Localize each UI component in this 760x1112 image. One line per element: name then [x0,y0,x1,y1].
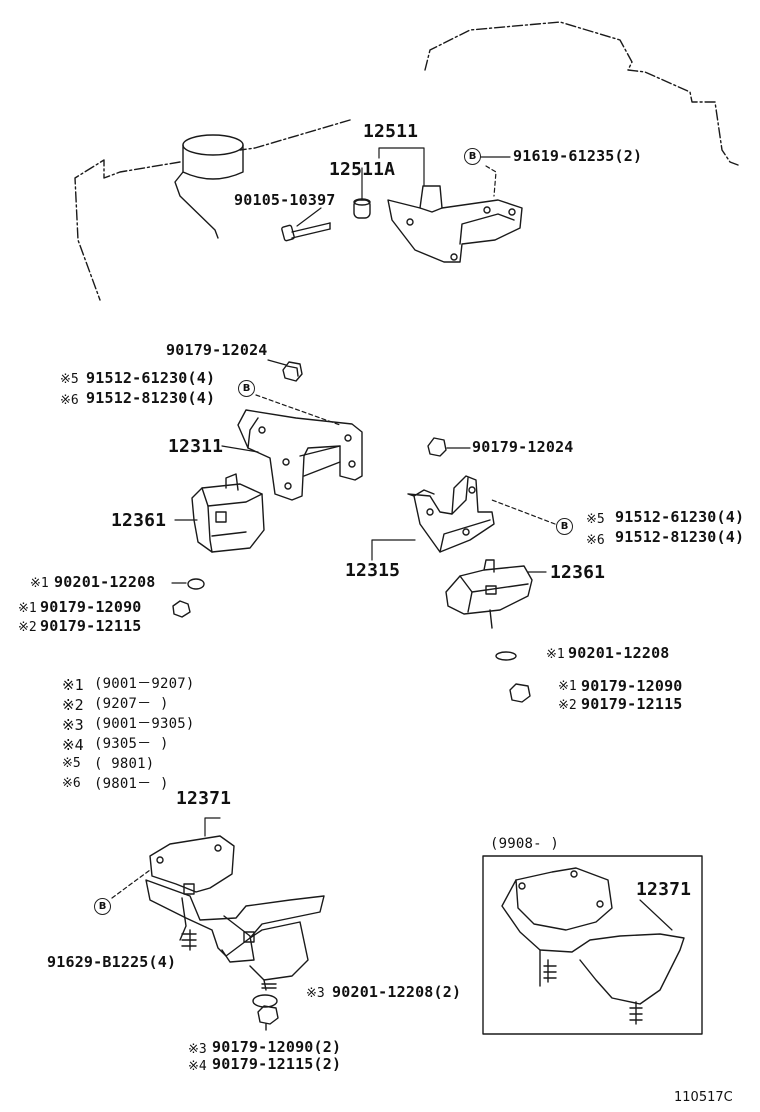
engine-outline [74,21,739,301]
filler-cap-outline [174,134,244,239]
legend-range: (9001－9305) [94,716,195,732]
legend-mark: ※6 [62,776,81,791]
label-90105-10397: 90105-10397 [234,191,336,209]
legend-range: (9207－ ) [94,696,169,712]
bracket-12311 [237,409,363,501]
label-90179-12090-left: 90179-12090 [40,598,142,616]
dashed-leaders [111,165,556,899]
mark-2: ※2 [18,620,37,635]
mark-5-right: ※5 [586,512,605,527]
label-12511a: 12511A [329,159,396,180]
label-90201-12208-left: 90201-12208 [54,573,156,591]
bolt-90105-10397 [281,222,331,242]
label-12361-left: 12361 [111,510,167,531]
circle-b-icon: B [94,898,111,915]
inset-range-label: (9908- ) [490,836,560,852]
washer-bottom [252,994,278,1008]
mark-4: ※4 [188,1059,207,1074]
legend-mark: ※4 [62,736,84,754]
bracket-12511 [387,185,523,263]
label-90179-12090-bottom: 90179-12090(2) [212,1038,342,1056]
label-90179-12115-left: 90179-12115 [40,617,142,635]
label-12371-inset: 12371 [636,879,692,900]
washer-left [187,578,205,590]
mount-12371-inset [501,867,685,1025]
mark-1: ※1 [30,576,49,591]
nut-bottom [257,1005,279,1031]
label-12361-right: 12361 [550,562,606,583]
mark-5-left: ※5 [60,372,79,387]
mount-12371-main [145,835,325,991]
insulator-12361-left [191,473,265,553]
washer-right [495,651,517,661]
insulator-12361-right [445,559,533,629]
legend-range: (9001－9207) [94,676,195,692]
nut-90179-right [509,683,531,703]
mark-6-right: ※6 [586,533,605,548]
mark-3: ※3 [188,1042,207,1057]
mark-1: ※1 [558,679,577,694]
legend-range: (9801－ ) [94,776,169,792]
spacer-12511a [353,198,371,219]
mark-3: ※3 [306,986,325,1001]
inset-frame [482,855,703,1035]
legend-mark: ※2 [62,696,84,714]
label-12371-main: 12371 [176,788,232,809]
nut-90179-left [172,600,191,618]
label-12311: 12311 [168,436,224,457]
mark-1: ※1 [546,647,565,662]
label-91619-61235: 91619-61235(2) [513,147,643,165]
label-90179-12115-bottom: 90179-12115(2) [212,1055,342,1073]
circle-b-icon: B [464,148,481,165]
legend-mark: ※3 [62,716,84,734]
legend-range: ( 9801) [94,756,155,772]
mark-1: ※1 [18,601,37,616]
label-90179-12115-right: 90179-12115 [581,695,683,713]
label-91512-61230-right: 91512-61230(4) [615,508,745,526]
mark-6-left: ※6 [60,393,79,408]
nut-left [282,361,303,382]
legend-mark: ※5 [62,756,81,771]
label-91629-b1225: 91629-B1225(4) [47,953,177,971]
circle-b-icon: B [238,380,255,397]
nut-right [427,437,447,457]
legend-mark: ※1 [62,676,84,694]
label-90179-12090-right: 90179-12090 [581,677,683,695]
circle-b-icon: B [556,518,573,535]
label-90179-12024-right: 90179-12024 [472,438,574,456]
label-12315: 12315 [345,560,401,581]
label-91512-81230-right: 91512-81230(4) [615,528,745,546]
bracket-12315 [407,475,495,553]
label-90201-12208-right: 90201-12208 [568,644,670,662]
leader-lines [171,147,673,931]
image-code: 110517C [674,1090,733,1105]
mark-2: ※2 [558,698,577,713]
label-12511: 12511 [363,121,419,142]
label-90201-12208-bottom: 90201-12208(2) [332,983,462,1001]
legend-range: (9305－ ) [94,736,169,752]
label-91512-61230-left: 91512-61230(4) [86,369,216,387]
label-90179-12024-left: 90179-12024 [166,341,268,359]
label-91512-81230-left: 91512-81230(4) [86,389,216,407]
